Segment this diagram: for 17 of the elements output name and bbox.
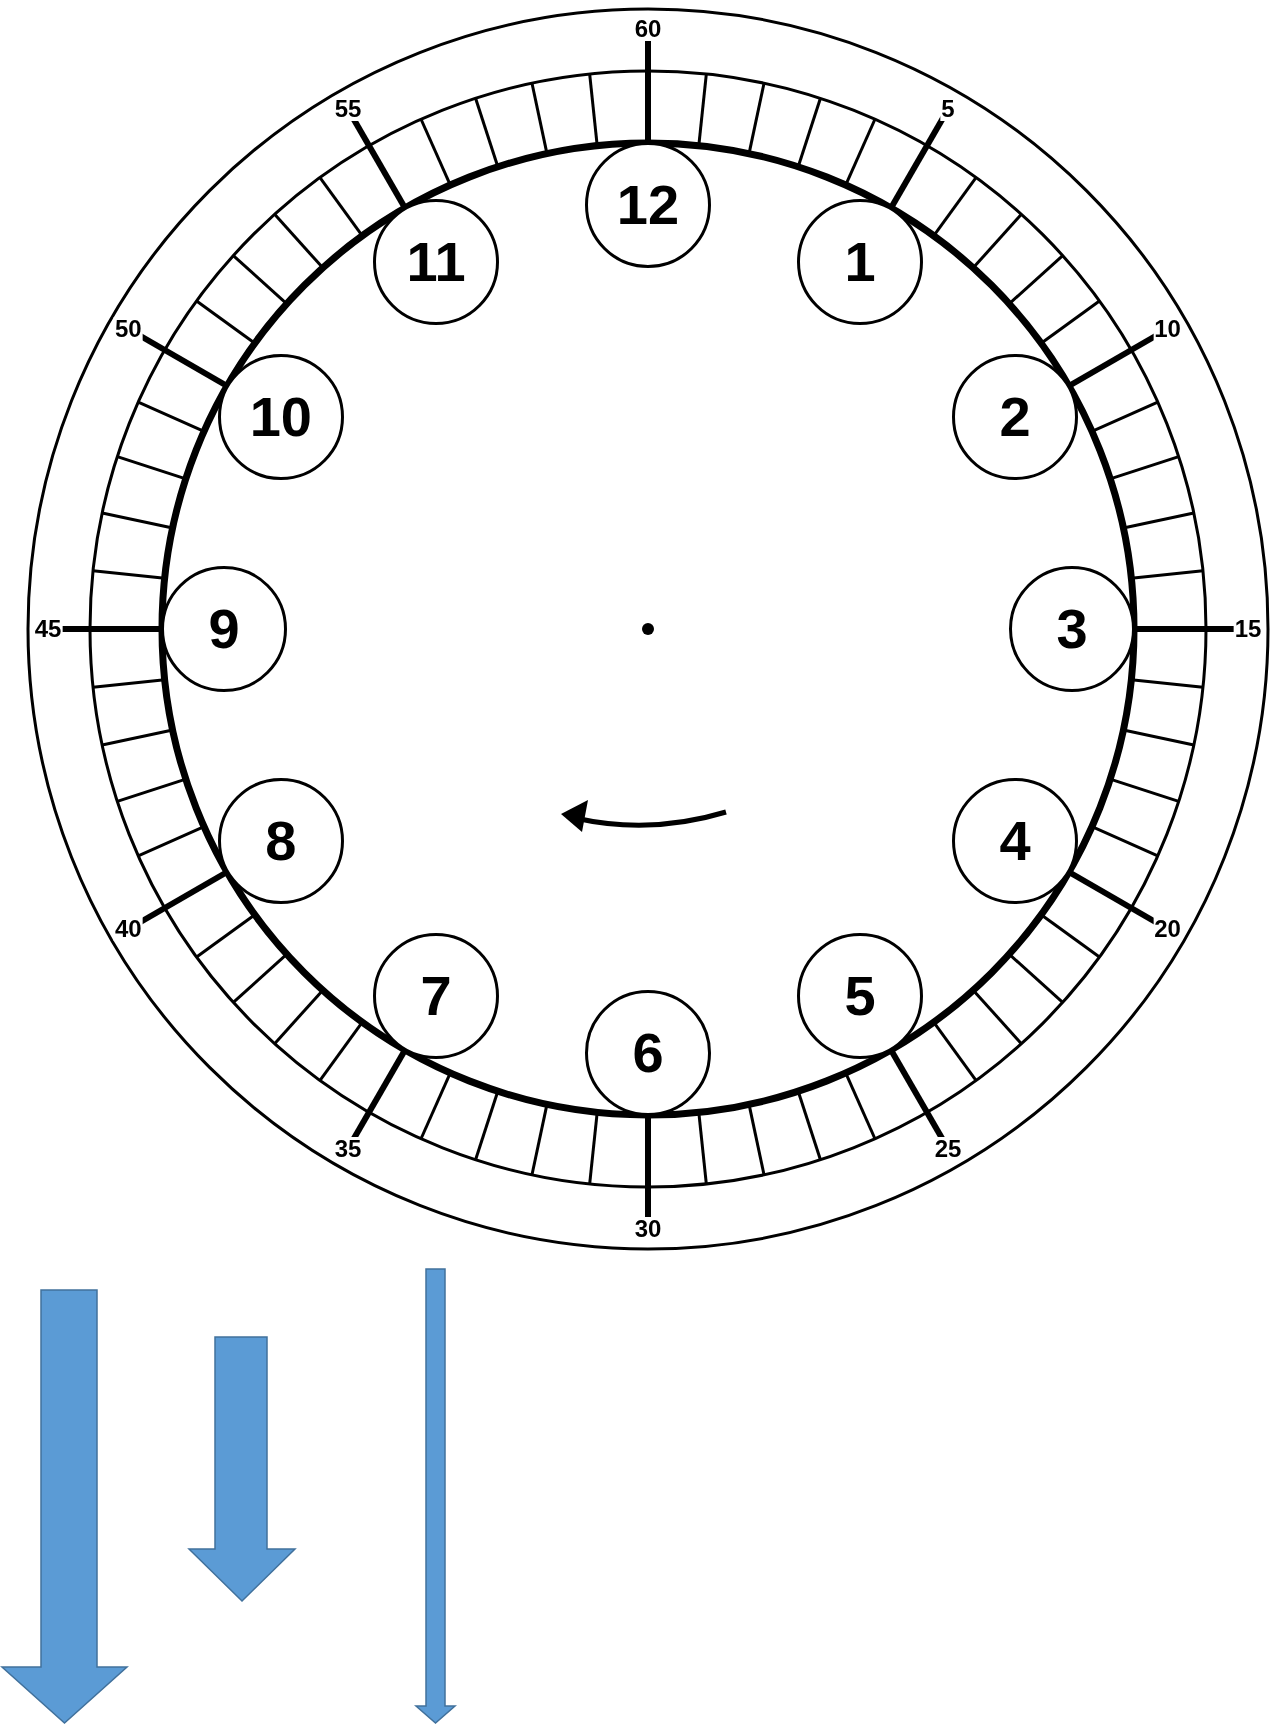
hour-number-circle: 10	[217, 354, 344, 480]
minute-label: 5	[940, 97, 956, 122]
hour-number-circle: 2	[952, 354, 1079, 480]
hour-number-circle: 1	[797, 198, 923, 325]
hour-number-circle: 6	[585, 990, 711, 1116]
hour-number-circle: 8	[217, 778, 344, 904]
minute-label: 60	[633, 17, 663, 41]
minute-label: 10	[1153, 317, 1182, 341]
hour-number-circle: 11	[373, 198, 499, 325]
hour-number-circle: 3	[1009, 566, 1135, 692]
hour-number-circle: 7	[373, 933, 499, 1060]
hour-number-circle: 4	[952, 778, 1079, 904]
minute-label: 50	[114, 317, 143, 341]
hour-number-circle: 5	[797, 933, 923, 1060]
hour-number-circle: 9	[161, 566, 287, 692]
minute-label: 55	[333, 97, 363, 122]
hour-number-circle: 12	[585, 142, 711, 268]
